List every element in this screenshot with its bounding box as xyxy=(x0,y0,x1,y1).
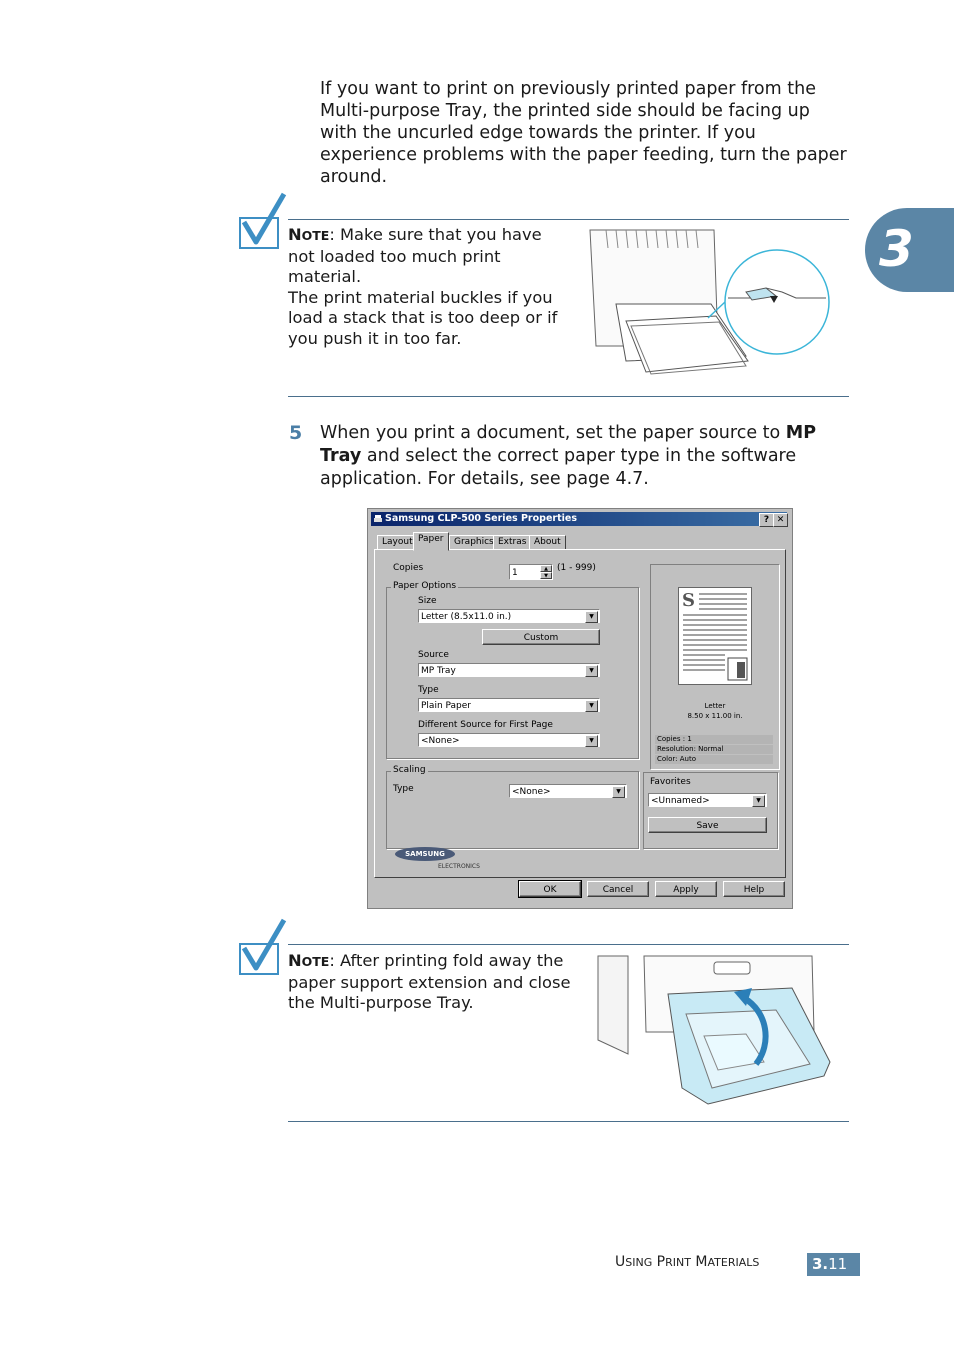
tab-paper[interactable]: Paper xyxy=(413,532,449,551)
preview-lines xyxy=(683,593,748,681)
type-select[interactable]: Plain Paper ▼ xyxy=(418,698,600,712)
scaling-type-select[interactable]: <None> ▼ xyxy=(509,784,627,798)
paper-tab-panel: Copies 1 ▲ ▼ (1 - 999) Paper Options Siz… xyxy=(374,549,786,878)
type-label: Type xyxy=(418,685,439,695)
size-label: Size xyxy=(418,596,437,606)
info-resolution: Resolution: Normal xyxy=(655,745,773,754)
different-source-value: <None> xyxy=(421,736,460,746)
chapter-number: 3 xyxy=(879,220,914,278)
copies-range: (1 - 999) xyxy=(557,563,596,573)
chevron-down-icon[interactable]: ▼ xyxy=(612,786,625,798)
save-button[interactable]: Save xyxy=(648,817,767,833)
step-text: When you print a document, set the paper… xyxy=(320,423,817,489)
size-value: Letter (8.5x11.0 in.) xyxy=(421,612,512,622)
preview-size-dims: 8.50 x 11.00 in. xyxy=(687,712,743,720)
source-select[interactable]: MP Tray ▼ xyxy=(418,663,600,677)
tab-graphics[interactable]: Graphics xyxy=(449,535,499,550)
help-button[interactable]: Help xyxy=(723,881,785,897)
preview-page: S xyxy=(678,587,752,685)
close-icon[interactable]: ✕ xyxy=(773,513,788,527)
dialog-title: Samsung CLP-500 Series Properties xyxy=(385,513,577,524)
step-number: 5 xyxy=(289,422,303,444)
electronics-text: ELECTRONICS xyxy=(438,863,480,870)
info-copies: Copies : 1 xyxy=(655,735,773,744)
favorites-label: Favorites xyxy=(650,777,691,787)
help-title-button[interactable]: ? xyxy=(759,513,774,527)
copies-label: Copies xyxy=(393,563,424,573)
preview-size-name: Letter xyxy=(704,702,726,710)
tray-closing-illustration xyxy=(597,955,831,1105)
chapter-tab: 3 xyxy=(865,208,954,292)
scaling-label: Scaling xyxy=(391,765,428,775)
scaling-type-label: Type xyxy=(393,784,414,794)
note1-top-rule xyxy=(288,219,849,220)
chevron-down-icon[interactable]: ▼ xyxy=(585,611,598,623)
apply-button[interactable]: Apply xyxy=(655,881,717,897)
note1-text: NOTE: Make sure that you have not loaded… xyxy=(288,225,558,348)
different-source-label: Different Source for First Page xyxy=(418,720,553,730)
chevron-down-icon[interactable]: ▼ xyxy=(752,795,765,807)
tab-extras[interactable]: Extras xyxy=(493,535,532,550)
note2-text: NOTE: After printing fold away the paper… xyxy=(288,951,571,1012)
source-label: Source xyxy=(418,650,449,660)
source-value: MP Tray xyxy=(421,666,456,676)
checkmark-icon xyxy=(239,918,287,975)
checkmark-icon xyxy=(239,192,287,249)
custom-button[interactable]: Custom xyxy=(482,629,600,645)
paper-options-group: Paper Options Size Letter (8.5x11.0 in.)… xyxy=(386,581,639,759)
chevron-down-icon[interactable]: ▼ xyxy=(585,665,598,677)
copies-stepper[interactable]: 1 ▲ ▼ xyxy=(509,564,553,580)
chevron-down-icon[interactable]: ▼ xyxy=(585,735,598,747)
spin-down-icon[interactable]: ▼ xyxy=(540,572,552,579)
favorites-group: Favorites <Unnamed> ▼ Save xyxy=(643,772,778,849)
favorites-select[interactable]: <Unnamed> ▼ xyxy=(648,793,767,807)
printer-tray-illustration xyxy=(589,229,830,375)
running-footer: USING PRINT MATERIALS xyxy=(615,1254,760,1270)
dialog-title-bar[interactable]: Samsung CLP-500 Series Properties xyxy=(371,512,787,526)
chevron-down-icon[interactable]: ▼ xyxy=(585,700,598,712)
page-preview: S Letter 8.50 x 11.00 in. Copies : xyxy=(650,564,780,770)
scaling-type-value: <None> xyxy=(512,787,551,797)
properties-dialog: Samsung CLP-500 Series Properties ? ✕ La… xyxy=(367,508,793,909)
note1-bottom-rule xyxy=(288,396,849,397)
intro-paragraph: If you want to print on previously print… xyxy=(320,79,847,187)
ok-button[interactable]: OK xyxy=(518,880,582,898)
scaling-group: Scaling Type <None> ▼ xyxy=(386,765,639,849)
different-source-select[interactable]: <None> ▼ xyxy=(418,733,600,747)
note2-bottom-rule xyxy=(288,1121,849,1122)
size-select[interactable]: Letter (8.5x11.0 in.) ▼ xyxy=(418,609,600,623)
spin-up-icon[interactable]: ▲ xyxy=(540,565,552,572)
copies-value: 1 xyxy=(512,568,518,578)
paper-options-label: Paper Options xyxy=(391,581,459,591)
type-value: Plain Paper xyxy=(421,701,471,711)
page-number: 3.11 xyxy=(807,1253,860,1276)
preview-letter: S xyxy=(682,590,695,611)
info-color: Color: Auto xyxy=(655,755,773,764)
favorites-value: <Unnamed> xyxy=(651,796,710,806)
samsung-logo: SAMSUNG xyxy=(395,847,455,861)
tab-about[interactable]: About xyxy=(529,535,566,550)
note2-top-rule xyxy=(288,944,849,945)
printer-icon xyxy=(374,515,382,522)
cancel-button[interactable]: Cancel xyxy=(587,881,649,897)
tab-layout[interactable]: Layout xyxy=(377,535,418,550)
